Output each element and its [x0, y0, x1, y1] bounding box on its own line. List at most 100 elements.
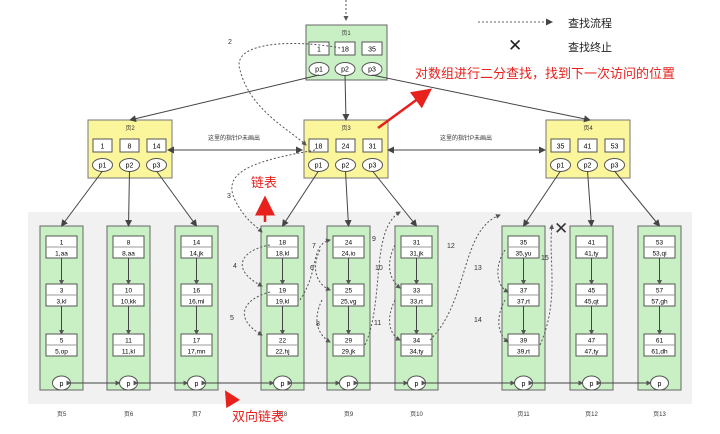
search-step-11 [389, 299, 401, 341]
leaf-record-key: 17 [193, 338, 201, 345]
leaf-pointer-label: p [127, 381, 131, 388]
internal-pointer-label: p3 [153, 163, 161, 170]
leaf-node-title: 页11 [517, 411, 530, 418]
internal-pointer-label: p3 [369, 163, 377, 170]
root-key: 18 [341, 47, 349, 54]
tree-edge [125, 170, 133, 227]
leaf-record-key: 35 [520, 240, 528, 247]
tree-edge [372, 170, 418, 227]
leaf-pointer-label: p [195, 381, 199, 388]
internal-pointer-label: p1 [99, 163, 107, 170]
internal-pointer-label: p2 [126, 163, 134, 170]
root-key: 35 [368, 47, 376, 54]
internal-pointer-label: p1 [315, 163, 323, 170]
tree-edges [60, 74, 661, 227]
leaf-record-value: 35,yu [516, 251, 532, 258]
internal-key-box [604, 138, 625, 153]
step-number: 5 [230, 315, 234, 322]
leaf-record-value: 5,op [55, 349, 68, 356]
leaf-node-title: 页10 [410, 411, 423, 418]
root-pointer-label: p2 [341, 67, 349, 74]
leaf-record-value: 16,ml [189, 299, 205, 306]
legend-search-end: 查找终止 [568, 40, 612, 54]
internal-key: 35 [557, 144, 565, 151]
leaf-record-key: 18 [279, 240, 287, 247]
leaf-record-key: 8 [127, 240, 131, 247]
internal-key: 1 [101, 144, 105, 151]
leaf-nodes: 11,aa33,kl55,opp页588,aa1010,kk1111,klp页6… [39, 225, 682, 418]
internal-pointer-label: p3 [611, 163, 619, 170]
leaf-record-value: 39,rt [517, 349, 530, 356]
legend-search-flow: 查找流程 [568, 16, 612, 30]
step-number: 8 [316, 321, 320, 328]
tree-edge [129, 74, 320, 123]
leaf-record-key: 5 [60, 338, 64, 345]
tree-edge [156, 170, 198, 227]
leaf-record-key: 39 [520, 338, 528, 345]
leaf-record-value: 19,kl [276, 299, 290, 306]
leaf-pointer-label: p [590, 381, 594, 388]
search-step-3 [231, 149, 316, 233]
leaf-record-key: 14 [193, 240, 201, 247]
internal-key: 8 [128, 144, 132, 151]
leaf-record-value: 57,gh [651, 299, 668, 306]
search-step-5 [244, 291, 271, 336]
sibling-links: 这里的指针P未画出 这里的指针P未画出 [167, 134, 546, 154]
annotations: 对数组进行二分查找，找到下一次访问的位置 链表 双向链表 [224, 66, 675, 424]
search-step-9 [364, 211, 401, 346]
leaf-record-value: 29,jk [342, 349, 356, 356]
step-number: 6 [310, 265, 314, 272]
search-step-8 [316, 299, 331, 343]
leaf-record-value: 11,kl [122, 349, 136, 356]
leaf-record-value: 18,kl [276, 251, 290, 258]
step-number: 12 [447, 243, 455, 250]
internal-pointer-label: p2 [342, 163, 350, 170]
annotation-binary-search: 对数组进行二分查找，找到下一次访问的位置 [415, 66, 675, 81]
step-number: 10 [375, 265, 383, 272]
leaf-node-title: 页5 [57, 411, 67, 418]
root-key-box [334, 41, 356, 56]
leaf-record-key: 29 [345, 338, 353, 345]
leaf-record-value: 34,ty [409, 349, 424, 356]
leaf-node-title: 页13 [653, 411, 666, 418]
internal-key-box [362, 138, 383, 153]
leaf-pointer-label: p [522, 381, 526, 388]
leaf-record-value: 31,jk [410, 251, 424, 258]
step-number: 9 [372, 236, 376, 243]
leaf-node-title: 页9 [344, 411, 354, 418]
step-numbers: 2 3 4 5 6 7 8 9 10 11 12 13 14 15 [227, 39, 549, 328]
leaf-record-key: 24 [345, 240, 353, 247]
leaf-record-key: 19 [279, 288, 287, 295]
internal-key: 53 [611, 144, 619, 151]
internal-node-title: 页4 [583, 125, 593, 132]
leaf-pointer-label: p [415, 381, 419, 388]
search-step-4 [241, 244, 271, 287]
internal-pointer-label: p2 [584, 163, 592, 170]
internal-key: 41 [584, 144, 592, 151]
search-step-6 [299, 238, 331, 301]
leaf-record-value: 1,aa [55, 251, 68, 258]
step-number: 14 [474, 317, 482, 324]
internal-key-box [577, 138, 598, 153]
leaf-record-value: 33,rt [410, 299, 423, 306]
leaf-record-key: 33 [413, 288, 421, 295]
leaf-record-value: 24,io [341, 251, 355, 258]
search-step-14 [498, 299, 509, 343]
internal-key-box [119, 138, 140, 153]
tree-edge [371, 74, 591, 123]
step-number: 4 [233, 263, 237, 270]
search-step-15 [539, 224, 555, 346]
leaf-node-title: 页6 [124, 411, 134, 418]
tree-edge [587, 170, 595, 227]
leaf-record-key: 53 [656, 240, 664, 247]
internal-key-box [335, 138, 356, 153]
